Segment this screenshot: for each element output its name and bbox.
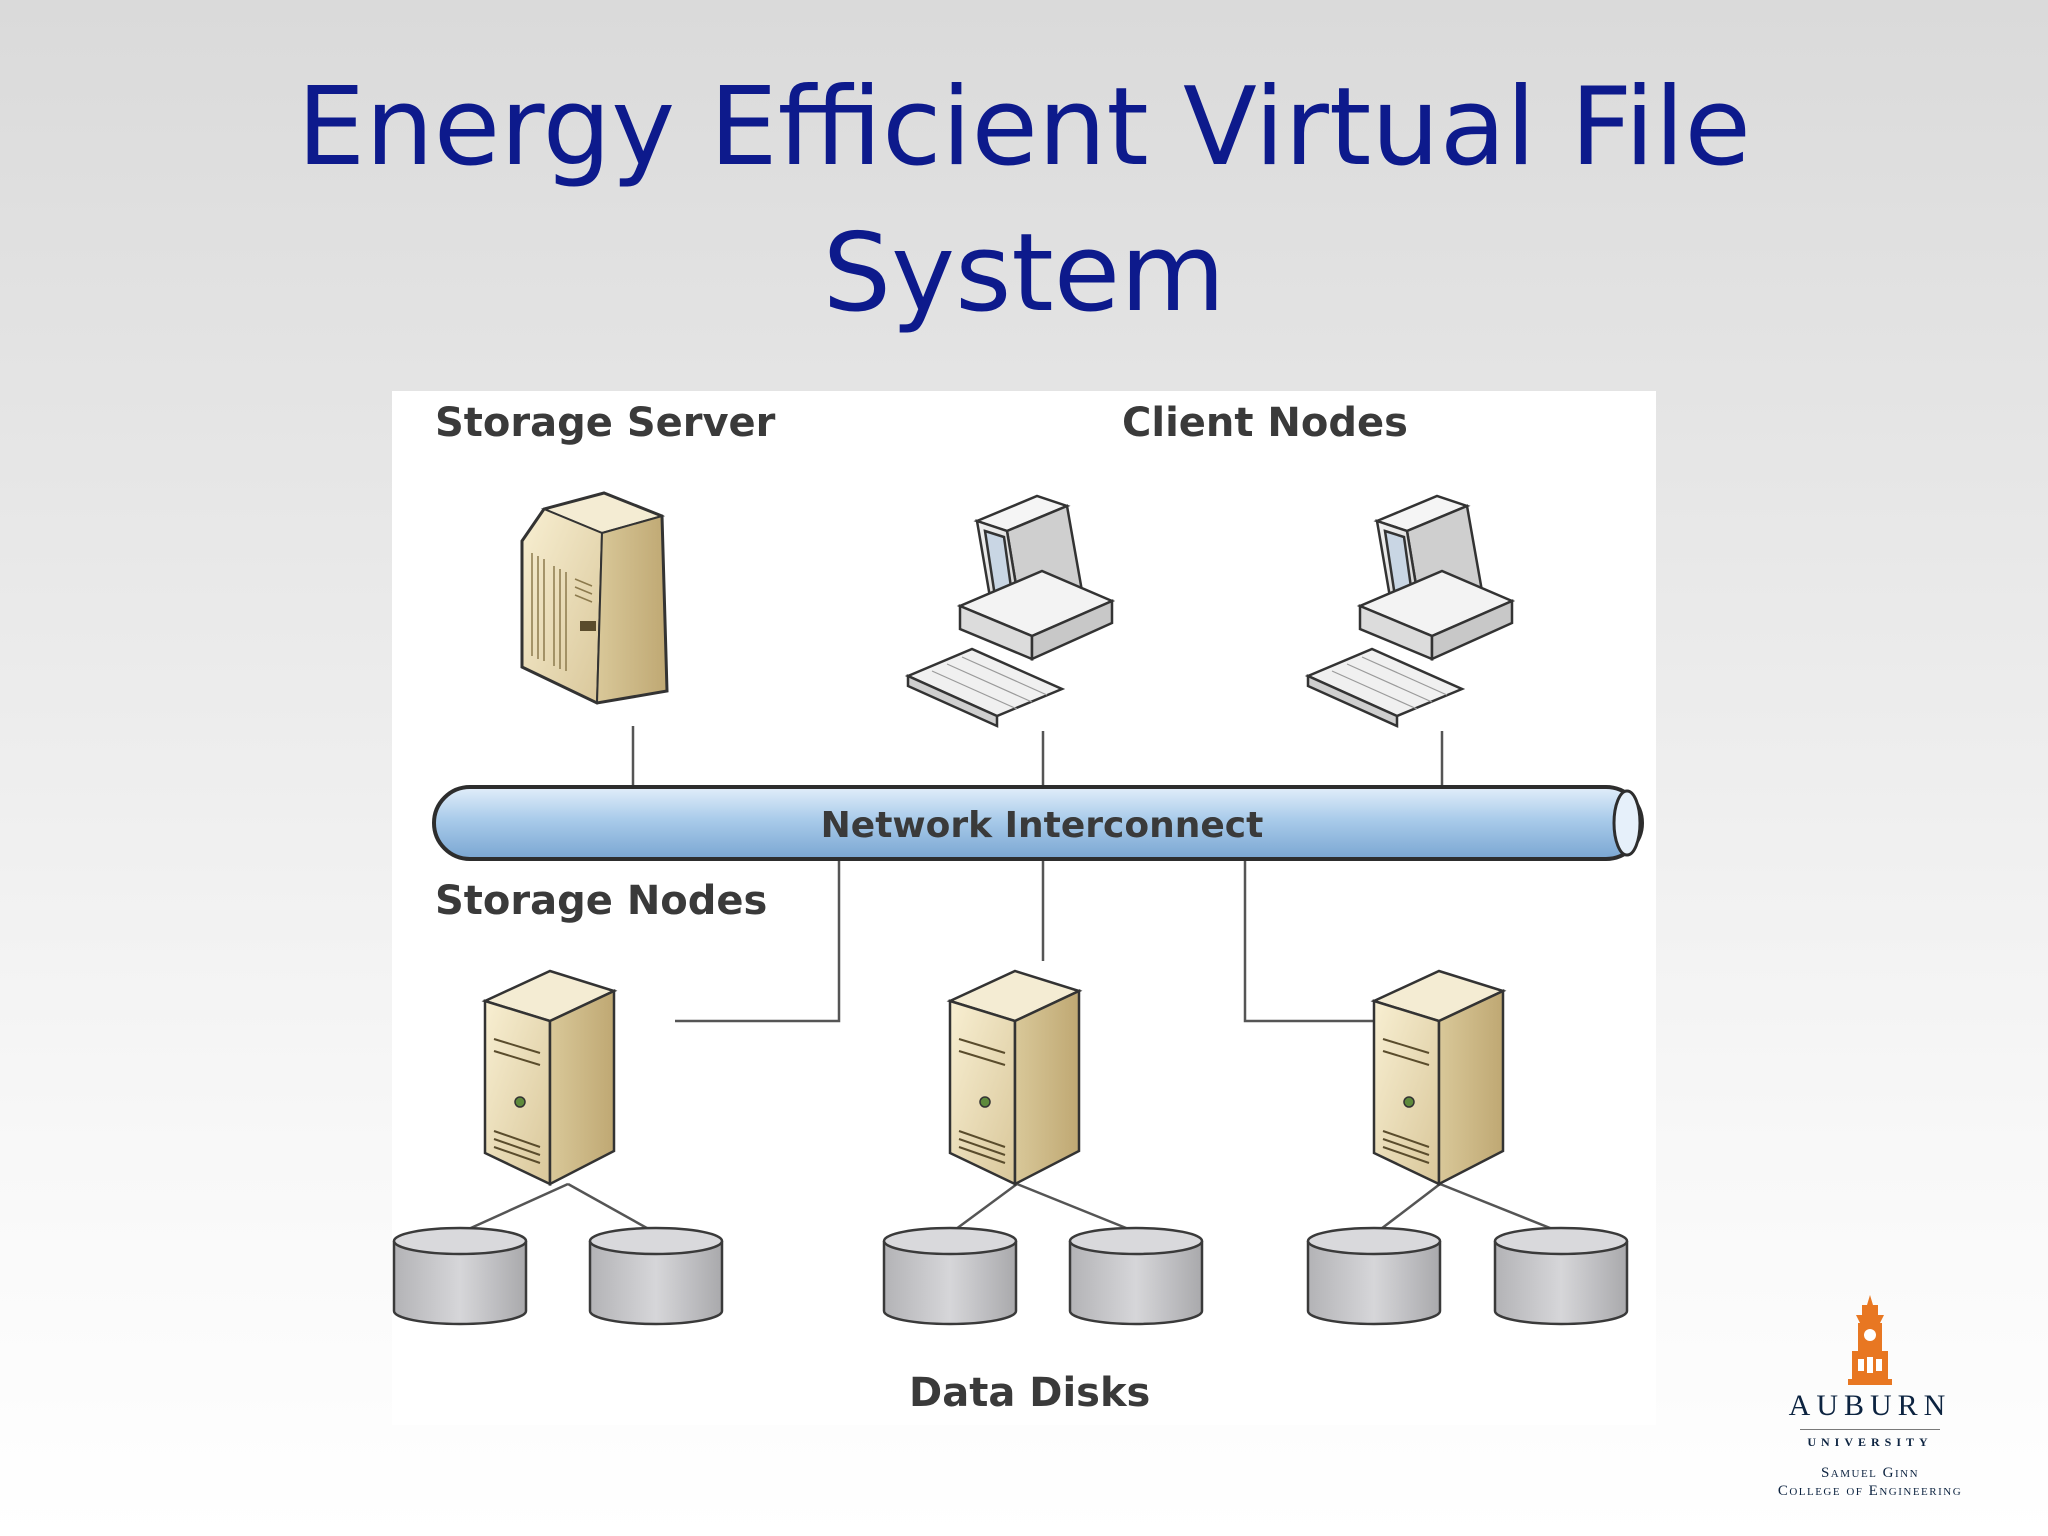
network-interconnect-label: Network Interconnect bbox=[821, 805, 1264, 846]
data-disk-icon bbox=[1493, 1226, 1629, 1326]
logo-subtitle: UNIVERSITY bbox=[1807, 1435, 1933, 1449]
data-disk-icon bbox=[392, 1226, 528, 1326]
architecture-diagram: Storage Server Client Nodes Storage Node… bbox=[392, 391, 1656, 1425]
samford-tower-icon bbox=[1848, 1295, 1892, 1385]
slide-title-line-1: Energy Efficient Virtual File bbox=[297, 65, 1751, 190]
storage-node-icon bbox=[1370, 969, 1507, 1187]
connector-lines bbox=[461, 726, 1561, 1234]
storage-server-label: Storage Server bbox=[435, 400, 776, 446]
slide-title-line-2: System bbox=[822, 211, 1226, 336]
storage-node-icon bbox=[946, 969, 1083, 1187]
client-node-icon bbox=[904, 494, 1116, 728]
storage-node-icon bbox=[481, 969, 618, 1187]
client-node-icon bbox=[1304, 494, 1516, 728]
auburn-university-logo: AUBURN UNIVERSITY Samuel Ginn College of… bbox=[1735, 1295, 2005, 1510]
data-disk-icon bbox=[882, 1226, 1018, 1326]
storage-server-icon bbox=[520, 491, 669, 705]
logo-name: AUBURN bbox=[1788, 1389, 1952, 1422]
slide-title: Energy Efficient Virtual File System bbox=[0, 55, 2048, 347]
logo-divider bbox=[1800, 1429, 1940, 1430]
network-interconnect-pipe: Network Interconnect bbox=[432, 785, 1644, 861]
data-disk-icon bbox=[1068, 1226, 1204, 1326]
data-disks-label: Data Disks bbox=[909, 1370, 1150, 1416]
data-disk-icon bbox=[588, 1226, 724, 1326]
logo-college-line-1: Samuel Ginn bbox=[1820, 1465, 1920, 1481]
client-nodes-label: Client Nodes bbox=[1122, 400, 1408, 446]
data-disk-group bbox=[392, 1226, 1629, 1326]
logo-college-line-2: College of Engineering bbox=[1777, 1483, 1963, 1499]
storage-nodes-label: Storage Nodes bbox=[435, 878, 767, 924]
data-disk-icon bbox=[1306, 1226, 1442, 1326]
